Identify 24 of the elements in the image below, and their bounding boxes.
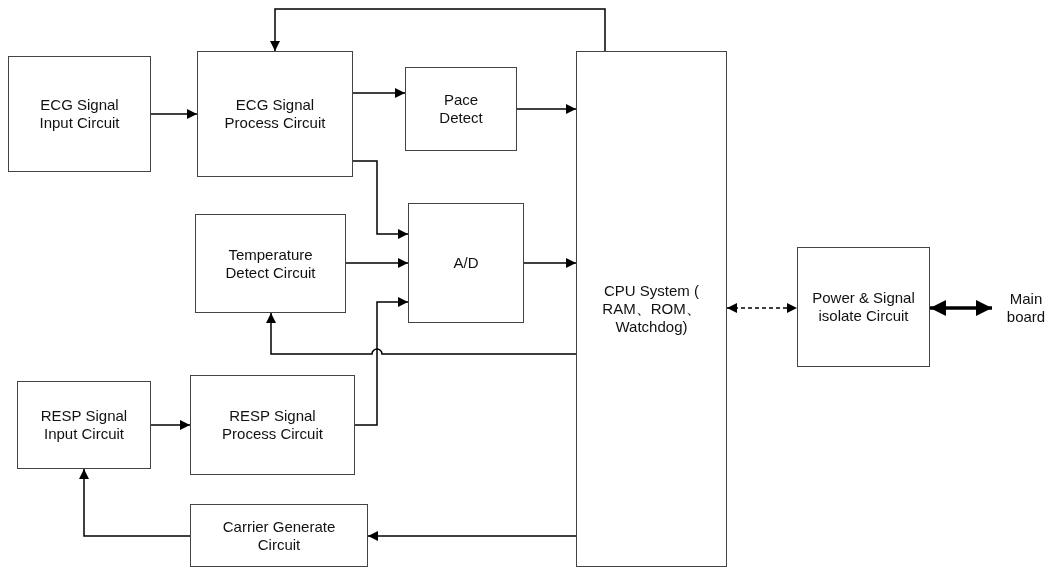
circuit-block: RESP Signal Input Circuit <box>17 381 151 469</box>
circuit-block: ECG Signal Process Circuit <box>197 51 353 177</box>
circuit-block: Power & Signal isolate Circuit <box>797 247 930 367</box>
arrow <box>516 104 577 114</box>
arrow <box>726 303 798 313</box>
arrow <box>352 160 409 239</box>
arrow <box>266 312 577 355</box>
arrow <box>345 258 409 268</box>
circuit-block: RESP Signal Process Circuit <box>190 375 355 475</box>
arrow <box>930 300 992 316</box>
circuit-block: Pace Detect <box>405 67 517 151</box>
circuit-block: A/D <box>408 203 524 323</box>
cpu-block: CPU System ( RAM、ROM、 Watchdog) <box>576 51 727 567</box>
arrow <box>523 258 577 268</box>
circuit-block: Temperature Detect Circuit <box>195 214 346 313</box>
arrow <box>354 297 409 426</box>
arrow <box>150 420 191 430</box>
circuit-block: ECG Signal Input Circuit <box>8 56 151 172</box>
arrow <box>79 468 191 537</box>
arrow <box>352 88 406 98</box>
circuit-block: Carrier Generate Circuit <box>190 504 368 567</box>
arrow <box>367 531 577 541</box>
arrow <box>150 109 198 119</box>
arrow <box>270 8 606 52</box>
